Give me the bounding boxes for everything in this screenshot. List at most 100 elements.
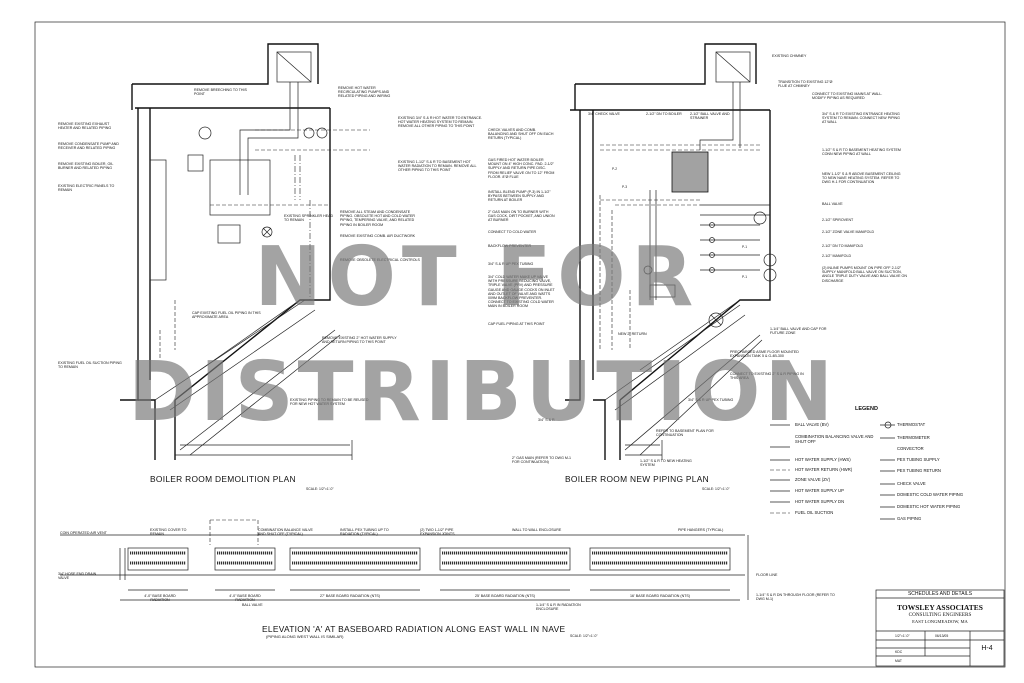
note-connect-mains: CONNECT TO EXISTING MAINS AT WALL. MODIF… xyxy=(812,92,883,101)
existing-boiler xyxy=(209,159,271,216)
note-existing-112: EXISTING 1-1/2" S & R TO BASEMENT HOT WA… xyxy=(398,160,477,173)
note-remove-2in: REMOVE EXISTING 2" HOT WATER SUPPLY AND … xyxy=(322,336,397,345)
note-coin-vent: COIN OPERATED AIR VENT xyxy=(60,531,107,535)
watermark-line2: DISTRIBUTION xyxy=(128,345,838,440)
legend-item: CONVECTOR xyxy=(897,446,924,451)
legend-item: HOT WATER SUPPLY DN xyxy=(795,499,845,504)
scale-value: 1/2"=1'-0" xyxy=(895,634,910,638)
note-remove-breeching: REMOVE BREECHING TO THIS POINT xyxy=(194,88,247,97)
legend-item: BALL VALVE (BV) xyxy=(795,422,829,427)
scale-demolition: SCALE: 1/2"=1'-0" xyxy=(306,487,334,491)
firm-subtitle: CONSULTING ENGINEERS xyxy=(908,612,972,618)
legend-item: HOT WATER RETURN (HWR) xyxy=(795,467,853,472)
svg-text:P-1: P-1 xyxy=(742,245,747,249)
legend-item: DOMESTIC COLD WATER PIPING xyxy=(897,492,964,497)
note-dn-boiler: 2-1/2" DN TO BOILER xyxy=(646,112,682,116)
legend-item: THERMOSTAT xyxy=(897,422,926,427)
note-entrance: 3/4" S & R TO EXISTING ENTRANCE HEATING … xyxy=(822,112,900,125)
note-check-valves-comb: CHECK VALVES AND COMB. BALANCING AND SHU… xyxy=(488,128,554,141)
note-remove-steam: REMOVE ALL STEAM AND CONDENSATE PIPING. … xyxy=(340,210,416,227)
legend-item: HOT WATER SUPPLY (HWS) xyxy=(795,457,851,462)
note-fuel-suction: EXISTING FUEL OIL SUCTION PIPING TO REMA… xyxy=(58,361,122,370)
drawn-value: KDC xyxy=(895,650,903,654)
note-bb-27: 27' BASE BOARD RADIATION (NTS) xyxy=(320,594,380,598)
note-gas-main: 2" GAS MAIN ON TO BURNER WITH GAS COCK, … xyxy=(488,210,555,223)
sheet-border xyxy=(34,21,1006,668)
firm-name: TOWSLEY ASSOCIATES xyxy=(897,603,983,612)
note-gas-main2: 2" GAS MAIN (REFER TO DWG M-1 FOR CONTIN… xyxy=(512,456,572,465)
new-boiler xyxy=(671,151,709,193)
scale-new-piping: SCALE: 1/2"=1'-0" xyxy=(702,487,730,491)
note-remove-hw-pumps: REMOVE HOT WATER RECIRCULATING PUMPS AND… xyxy=(338,86,391,99)
legend-item: ZONE VALVE (ZV) xyxy=(795,477,830,482)
firm-location: EAST LONGMEADOW, MA xyxy=(912,619,968,624)
note-basement-plan: REFER TO BASEMENT PLAN FOR CONTINUATION xyxy=(656,429,714,438)
note-chimney: EXISTING CHIMNEY xyxy=(772,54,807,58)
title-elevation: ELEVATION 'A' AT BASEBOARD RADIATION ALO… xyxy=(262,624,566,634)
note-bb-25: 25' BASE BOARD RADIATION (NTS) xyxy=(475,594,535,598)
note-remove-electrical: REMOVE OBSOLETE ELECTRICAL CONTROLS xyxy=(340,258,420,262)
legend-item: FUEL OIL SUCTION xyxy=(795,510,834,515)
note-pex-up2: 3/4" S & R UP PEX TUBING xyxy=(688,398,734,402)
note-remove-comb-air: REMOVE EXISTING COMB. AIR DUCTWORK xyxy=(340,234,416,238)
note-pex-up: 3/4" S & R UP PEX TUBING xyxy=(488,262,534,266)
svg-text:P-3: P-3 xyxy=(622,185,627,189)
legend-item: GAS PIPING xyxy=(897,516,922,521)
legend-symbols xyxy=(770,421,895,520)
checked-value: MAT xyxy=(895,659,902,663)
note-floor-line: FLOOR LINE xyxy=(756,573,778,577)
note-electric-panels: EXISTING ELECTRIC PANELS TO REMAIN xyxy=(58,184,115,193)
note-check-valve: 3/4" CHECK VALVE xyxy=(588,112,620,116)
electric-panel xyxy=(149,159,167,281)
legend-item: PEX TUBING RETURN xyxy=(897,468,941,473)
note-sr-down: 1-1/4" S & R DN THROUGH FLOOR (REFER TO … xyxy=(756,593,835,602)
note-bb-4-mid: 4'-0" BASE BOARD RADIATION xyxy=(229,594,261,603)
note-wall-enclosure: WALL TO WALL ENCLOSURE xyxy=(512,528,562,532)
note-bb-4-left: 4'-0" BASE BOARD RADIATION xyxy=(144,594,176,603)
note-cap-fuel: CAP EXISTING FUEL OIL PIPING IN THIS APP… xyxy=(192,311,261,320)
note-ball-strainer: 2-1/2" BALL VALVE AND STRAINER xyxy=(690,112,730,121)
note-existing-34: EXISTING 3/4" S & R HOT WATER TO ENTRANC… xyxy=(398,116,483,129)
note-new-heating: 1-1/2" S & R TO NEW HEATING SYSTEM xyxy=(640,459,692,468)
note-enclosure: 1-1/4" S & R IN RADIATION ENCLOSURE xyxy=(536,603,581,612)
scale-elevation: SCALE: 1/2"=1'-0" xyxy=(570,634,598,638)
elevation-a xyxy=(60,519,749,601)
note-cold-makeup: 3/4" COLD WATER MAKE UP VALVE WITH PRESS… xyxy=(488,275,555,309)
note-sprinkler: EXISTING SPRINKLER HEAD TO REMAIN xyxy=(284,214,334,223)
legend-item: CHECK VALVE xyxy=(897,481,926,486)
note-expansion: PRECHARGED ASME FLOOR MOUNTED EXPANSION … xyxy=(730,350,799,359)
note-pipe-hangers: PIPE HANGERS (TYPICAL) xyxy=(678,528,724,532)
legend-title: LEGEND xyxy=(855,406,878,412)
note-elev-ball-valve: BALL VALVE xyxy=(242,603,263,607)
note-hose-drain: 3/4" HOSE END DRAIN VALVE xyxy=(58,572,97,581)
new-piping-plan: P-2 P-3 P-1 P-1 xyxy=(565,43,777,460)
note-remove-exhaust: REMOVE EXISTING EXHAUST HEATER AND RELAT… xyxy=(58,122,112,131)
title-demolition: BOILER ROOM DEMOLITION PLAN xyxy=(150,474,296,484)
note-zone-manifold: 2-1/2" ZONE VALVE MANIFOLD xyxy=(822,230,875,234)
note-inline-pumps: (2) INLINE PUMPS MOUNT ON PIPE OFF 2-1/2… xyxy=(822,266,907,283)
note-sr-34: 3/4" S & R xyxy=(538,418,555,422)
note-transition: TRANSITION TO EXISTING 12"Ø FLUE AT CHIM… xyxy=(778,80,833,89)
note-existing-piping: EXISTING PIPING TO REMAIN TO BE REUSED F… xyxy=(290,398,369,407)
note-manifold: 2-1/2" MANIFOLD xyxy=(822,254,852,258)
note-dn-manifold: 2-1/2" DN TO MANIFOLD xyxy=(822,244,864,248)
note-above-basement: NEW 1-1/2" S & R ABOVE BASEMENT CEILING … xyxy=(822,172,901,185)
note-remove-boiler: REMOVE EXISTING BOILER, OIL BURNER AND R… xyxy=(58,162,114,171)
legend-item: DOMESTIC HOT WATER PIPING xyxy=(897,504,961,509)
title-block xyxy=(875,589,1005,667)
svg-text:P-1: P-1 xyxy=(742,275,747,279)
svg-text:P-2: P-2 xyxy=(612,167,617,171)
note-cap-fuel-new: CAP FUEL PIPING AT THIS POINT xyxy=(488,322,545,326)
note-cold-water: CONNECT TO COLD WATER xyxy=(488,230,537,234)
note-blend-pump: INSTALL BLEND PUMP (P-3) IN 1-1/2" BYPAS… xyxy=(488,190,551,203)
note-install-pex: INSTALL PEX TUBING UP TO RADIATION (TYPI… xyxy=(340,528,389,537)
note-comb-balance: COMBINATION BALANCE VALVE AND SHUT OFF (… xyxy=(258,528,313,537)
note-basement-heating: 1-1/2" S & R TO BASEMENT HEATING SYSTEM … xyxy=(822,148,901,157)
note-bb-16: 16' BASE BOARD RADIATION (NTS) xyxy=(630,594,690,598)
note-existing-cover: EXISTING COVER TO REMAIN xyxy=(150,528,187,537)
watermark-line1: NOT FOR xyxy=(254,230,700,325)
demolition-plan xyxy=(120,43,370,460)
legend-item: COMBINATION BALANCING VALVE AND SHUT OFF xyxy=(795,434,874,444)
legend-item: THERMOMETER xyxy=(897,435,930,440)
